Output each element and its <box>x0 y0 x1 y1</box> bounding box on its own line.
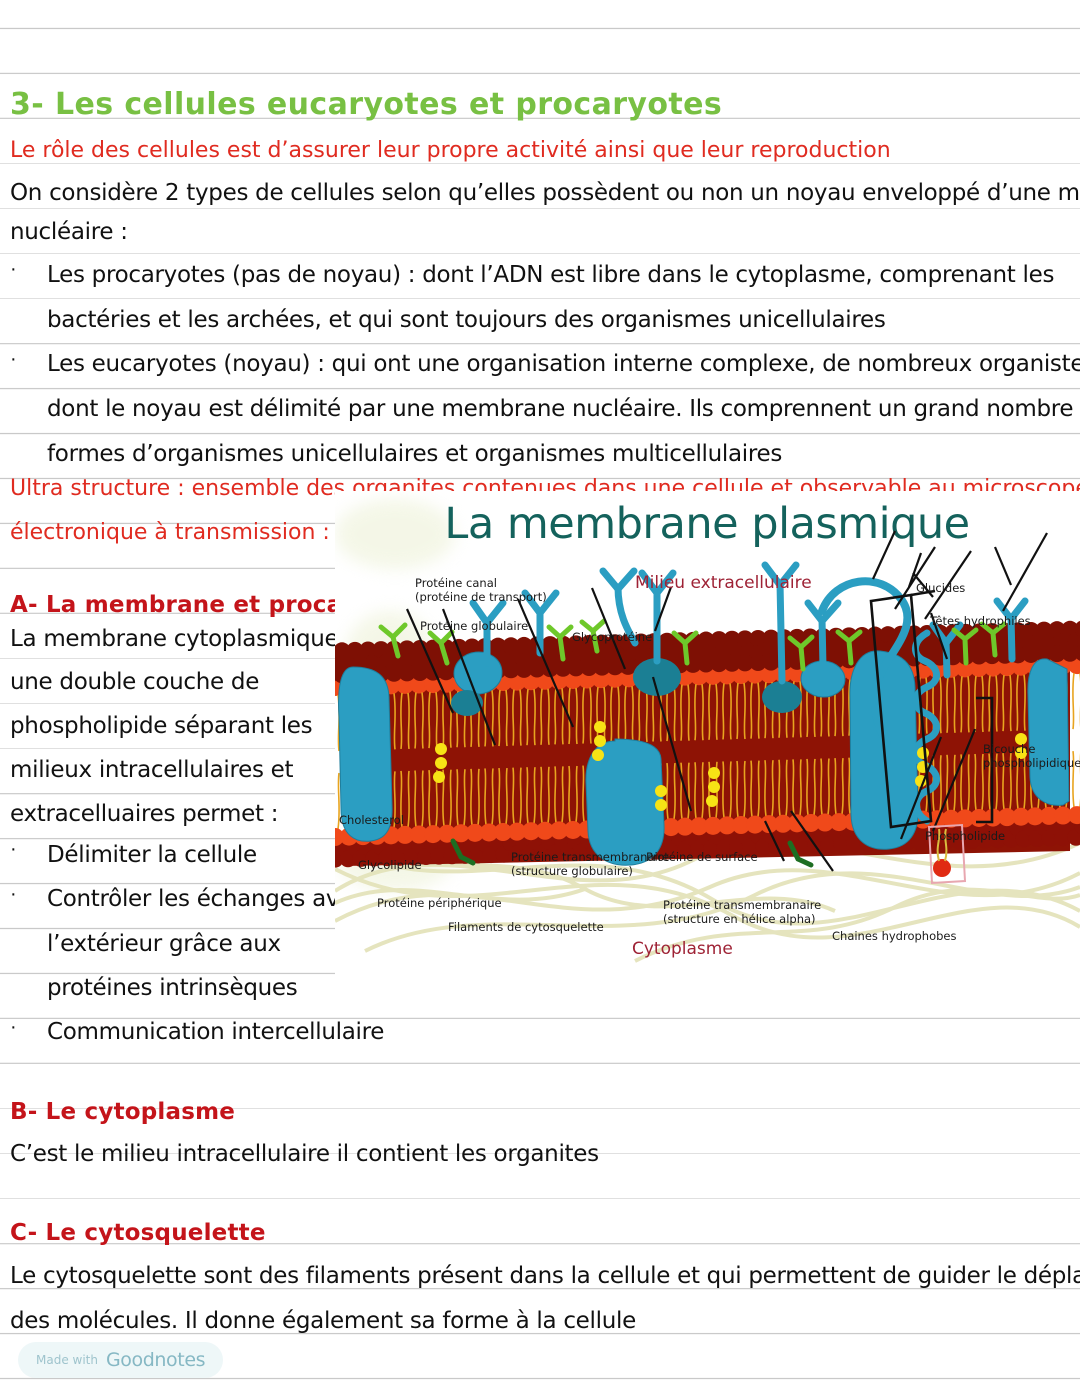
intro-line-2: nucléaire : <box>10 219 128 245</box>
figure-label-glycolipide: Glycolipide <box>358 858 422 872</box>
membrane-illustration: rows <box>335 530 1080 963</box>
section-b-heading: B- Le cytoplasme <box>10 1099 236 1125</box>
section-a-bullet-3: Communication intercellulaire <box>47 1019 385 1045</box>
section-a-line-4: extracelluaires permet : <box>10 801 279 827</box>
section-a-line-0: La membrane cytoplasmique est <box>10 626 380 652</box>
figure-label-chaines-hydrophobes: Chaines hydrophobes <box>832 929 957 943</box>
subtitle-red: Le rôle des cellules est d’assurer leur … <box>10 138 891 163</box>
section-a-bullet-2-line-3: protéines intrinsèques <box>47 975 298 1001</box>
section-a-bullet-2-line-2: l’extérieur grâce aux <box>47 931 281 957</box>
ultra-line-2: électronique à transmission : <box>10 520 330 545</box>
section-a-line-3: milieux intracellulaires et <box>10 757 294 783</box>
bullet-1-line-2: bactéries et les archées, et qui sont to… <box>47 307 886 333</box>
figure-title: La membrane plasmique <box>444 499 970 549</box>
section-c-heading: C- Le cytosquelette <box>10 1220 266 1246</box>
bullet-marker: · <box>10 258 17 280</box>
bullet-marker: · <box>10 883 17 905</box>
figure-label-extracellular: Milieu extracellulaire <box>635 573 812 593</box>
page-title: 3- Les cellules eucaryotes et procaryote… <box>10 87 723 122</box>
section-a-bullet-1: Délimiter la cellule <box>47 842 257 868</box>
figure-label-cytoplasm: Cytoplasme <box>632 939 733 959</box>
bullet-2-line-2: dont le noyau est délimité par une membr… <box>47 396 1080 422</box>
goodnotes-watermark: Made with Goodnotes <box>18 1342 224 1378</box>
bullet-marker: · <box>10 348 17 370</box>
watermark-brand: Goodnotes <box>105 1349 206 1371</box>
section-b-body: C’est le milieu intracellulaire il conti… <box>10 1141 599 1167</box>
figure-label-phospholipide: Phospholipide <box>925 829 1006 843</box>
figure-label-transmembranaire-globulaire: Protéine transmembranaire (structure glo… <box>511 850 670 878</box>
intro-line-1: On considère 2 types de cellules selon q… <box>10 180 1080 206</box>
figure-label-bicouche: Bicouche phospholipidique <box>983 742 1080 770</box>
figure-label-glycoproteine: Glycoprotéine <box>572 630 653 644</box>
figure-label-surface: Protéine de surface <box>646 850 758 864</box>
figure-label-canal: Protéine canal (protéine de transport) <box>415 576 547 604</box>
section-c-line-1: Le cytosquelette sont des filaments prés… <box>10 1263 1080 1289</box>
figure-label-glucides: Glucides <box>916 581 966 595</box>
figure-label-transmembranaire-helice: Protéine transmembranaire (structure en … <box>663 898 822 926</box>
section-a-bullet-2-line-1: Contrôler les échanges avec <box>47 886 366 912</box>
figure-label-cholesterol: Cholesterol <box>339 813 404 827</box>
figure-label-filaments: Filaments de cytosquelette <box>448 920 604 934</box>
section-a-line-1: une double couche de <box>10 669 260 695</box>
watermark-made-with: Made with <box>36 1353 98 1367</box>
bullet-2-line-3: formes d’organismes unicellulaires et or… <box>47 441 783 467</box>
bullet-2-line-1: Les eucaryotes (noyau) : qui ont une org… <box>47 351 1080 377</box>
bullet-1-line-1: Les procaryotes (pas de noyau) : dont l’… <box>47 262 1055 288</box>
bullet-marker: · <box>10 1016 17 1038</box>
bullet-marker: · <box>10 838 17 860</box>
figure-label-peripherique: Protéine périphérique <box>377 896 502 910</box>
section-a-line-2: phospholipide séparant les <box>10 713 313 739</box>
membrane-diagram-figure: La membrane plasmique <box>335 491 1080 975</box>
figure-label-globulaire: Protéine globulaire <box>420 619 529 633</box>
figure-label-tetes-hydrophiles: Têtes hydrophiles <box>930 614 1031 628</box>
section-c-line-2: des molécules. Il donne également sa for… <box>10 1308 636 1334</box>
